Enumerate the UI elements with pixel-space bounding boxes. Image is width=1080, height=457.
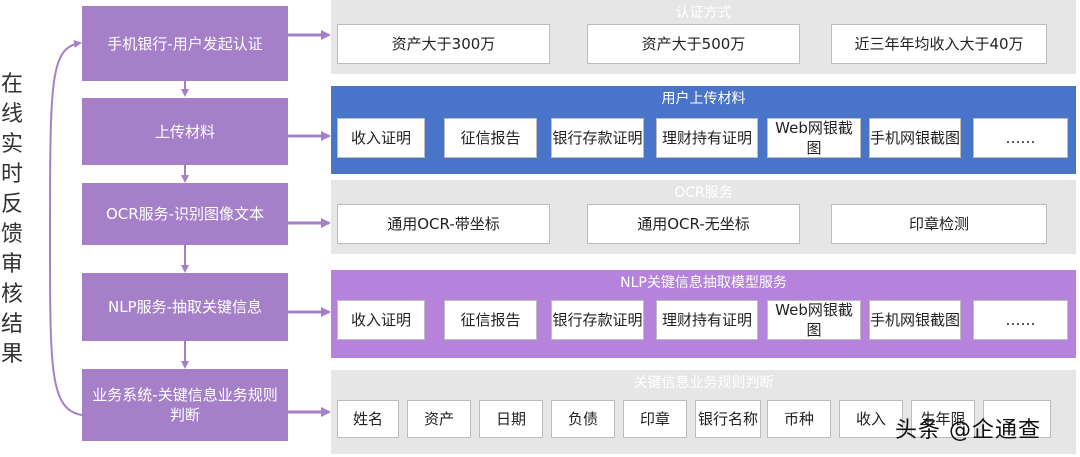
panel-title: NLP关键信息抽取模型服务	[620, 275, 787, 291]
rule-field-box: 资产	[407, 400, 471, 438]
ocr-option-box: 通用OCR-带坐标	[337, 204, 550, 244]
rule-field-box: 姓名	[337, 400, 399, 438]
side-char: 果	[0, 342, 23, 367]
material-box: ……	[973, 118, 1068, 158]
side-char: 审	[0, 252, 23, 277]
panel-business-rules: 关键信息业务规则判断 姓名 资产 日期 负债 印章 银行名称 币种 收入 生年限	[331, 370, 1076, 454]
step-label: NLP服务-抽取关键信息	[107, 298, 263, 316]
feedback-loop-arrow	[49, 40, 83, 416]
auth-option-box: 资产大于300万	[337, 24, 550, 64]
step-business-rules: 业务系统-关键信息业务规则判断	[82, 369, 288, 441]
panel-title: 用户上传材料	[661, 91, 746, 107]
side-char: 实	[0, 132, 23, 157]
side-char: 时	[0, 162, 23, 187]
rule-field-box: 收入	[839, 400, 903, 438]
side-char: 馈	[0, 222, 23, 247]
side-vertical-label: 在 线 实 时 反 馈 审 核 结 果	[0, 70, 24, 370]
rule-field-box: 银行名称	[695, 400, 761, 438]
step-label: 业务系统-关键信息业务规则判断	[92, 386, 278, 424]
material-box: 收入证明	[337, 300, 425, 340]
material-box: 征信报告	[444, 300, 537, 340]
step-label: OCR服务-识别图像文本	[105, 205, 265, 223]
panel-nlp-service: NLP关键信息抽取模型服务 收入证明 征信报告 银行存款证明 理财持有证明 We…	[331, 270, 1076, 358]
material-box: 理财持有证明	[656, 118, 758, 158]
rule-field-box	[983, 400, 1051, 438]
material-box: 银行存款证明	[551, 300, 644, 340]
panel-title: 认证方式	[675, 5, 732, 21]
rule-field-box: 印章	[623, 400, 687, 438]
panel-ocr-service: OCR服务 通用OCR-带坐标 通用OCR-无坐标 印章检测	[331, 180, 1076, 254]
material-box: 征信报告	[444, 118, 537, 158]
side-char: 线	[0, 102, 23, 127]
panel-user-upload: 用户上传材料 收入证明 征信报告 银行存款证明 理财持有证明 Web网银截图 手…	[331, 86, 1076, 174]
step-upload-material: 上传材料	[82, 98, 288, 165]
step-label: 手机银行-用户发起认证	[107, 34, 263, 53]
rule-field-box: 负债	[551, 400, 615, 438]
material-box: 手机网银截图	[869, 300, 961, 340]
side-char: 结	[0, 312, 23, 337]
step-ocr-service: OCR服务-识别图像文本	[82, 183, 288, 245]
material-box: 理财持有证明	[656, 300, 758, 340]
material-box: Web网银截图	[767, 118, 861, 158]
panel-auth-methods: 认证方式 资产大于300万 资产大于500万 近三年年均收入大于40万	[331, 0, 1076, 74]
rule-field-box: 日期	[479, 400, 543, 438]
panel-title: 关键信息业务规则判断	[633, 375, 774, 391]
material-box: ……	[973, 300, 1068, 340]
side-char: 核	[0, 282, 23, 307]
material-box: 手机网银截图	[869, 118, 961, 158]
rule-field-box: 生年限	[911, 400, 975, 438]
step-user-auth: 手机银行-用户发起认证	[82, 6, 288, 81]
rule-field-box: 币种	[767, 400, 831, 438]
step-nlp-service: NLP服务-抽取关键信息	[82, 273, 288, 341]
panel-title: OCR服务	[674, 185, 733, 201]
side-char: 在	[0, 72, 23, 97]
ocr-option-box: 印章检测	[831, 204, 1047, 244]
auth-option-box: 近三年年均收入大于40万	[831, 24, 1047, 64]
ocr-option-box: 通用OCR-无坐标	[587, 204, 800, 244]
material-box: Web网银截图	[767, 300, 861, 340]
side-char: 反	[0, 192, 23, 217]
watermark-text: 头条 @企通查	[895, 418, 1041, 443]
material-box: 收入证明	[337, 118, 425, 158]
auth-option-box: 资产大于500万	[587, 24, 800, 64]
step-label: 上传材料	[154, 122, 215, 141]
material-box: 银行存款证明	[551, 118, 644, 158]
